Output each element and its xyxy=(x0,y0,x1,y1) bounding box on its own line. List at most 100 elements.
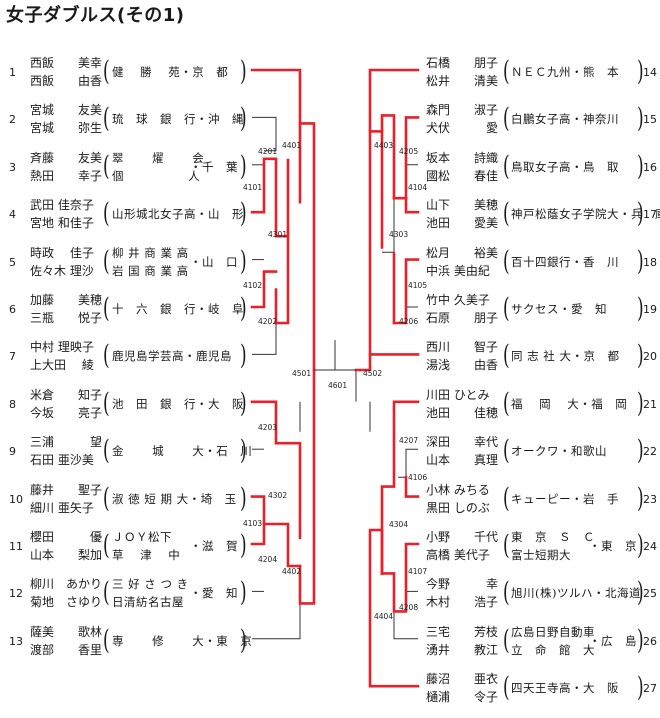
bracket-line xyxy=(398,448,418,478)
paren-right: ) xyxy=(240,340,247,373)
affiliation: 鹿児島学芸高・鹿児島 xyxy=(112,349,232,364)
affiliation-region: ・愛 知 xyxy=(190,586,238,601)
paren-left: ( xyxy=(503,387,510,420)
seed-number: 15 xyxy=(643,113,657,127)
paren-left: ( xyxy=(103,482,110,515)
match-label-4202: 4202 xyxy=(258,317,278,326)
right-entry: 松月 裕美中浜 美由紀(百十四銀行・香 川)18 xyxy=(0,242,660,282)
affiliation: 淑 徳 短 期 大・埼 玉 xyxy=(112,491,237,506)
player-names: 薩美 歌林渡部 香里 xyxy=(30,623,102,659)
player-1: 森門 淑子 xyxy=(426,103,499,118)
player-2: 宮城 弥生 xyxy=(30,121,103,136)
player-names: 宮城 友美宮城 弥生 xyxy=(30,101,102,137)
player-2: 山本 梨加 xyxy=(30,548,103,562)
right-entry: 竹中 久美子石原 朋子(サクセス・愛 知)19 xyxy=(0,289,660,329)
affiliation: サクセス・愛 知 xyxy=(511,302,607,316)
player-2: 高橋 美代子 xyxy=(426,548,490,562)
bracket-line xyxy=(252,594,301,640)
paren-right: ) xyxy=(637,56,644,88)
right-entry: 坂本 詩織國松 春佳(鳥取女子高・鳥 取)16 xyxy=(0,147,660,187)
player-names: 藤沼 亜衣樋浦 令子 xyxy=(426,670,498,706)
player-2: 池田 佳穂 xyxy=(426,405,499,420)
right-entry: 今野 幸木村 浩子(旭川(株)ツルハ・北海道)25 xyxy=(0,573,660,613)
player-1: 三浦 望 xyxy=(30,435,103,450)
seed-number: 13 xyxy=(9,634,23,648)
player-names: 櫻田 優山本 梨加 xyxy=(30,528,102,564)
paren-left: ( xyxy=(503,198,510,231)
paren-right: ) xyxy=(240,293,247,325)
player-names: 松月 裕美中浜 美由紀 xyxy=(426,244,498,280)
affiliation: 白鵬女子高・神奈川 xyxy=(511,112,619,127)
bracket-line xyxy=(252,116,277,152)
paren-right: ) xyxy=(637,672,644,705)
affiliation: 旭川(株)ツルハ・北海道 xyxy=(511,586,641,601)
player-names: 武田 佳奈子宮地 和佳子 xyxy=(30,196,94,232)
match-label-4207: 4207 xyxy=(399,436,419,445)
winner-line xyxy=(250,495,302,568)
player-1: 石橋 朋子 xyxy=(426,56,499,70)
seed-number: 10 xyxy=(9,492,23,506)
match-label-4104: 4104 xyxy=(408,183,428,192)
player-names: 西飯 美幸西飯 由香 xyxy=(30,54,102,90)
paren-left: ( xyxy=(103,530,110,562)
seed-number: 21 xyxy=(643,397,657,411)
player-1: 西川 智子 xyxy=(426,340,499,355)
right-entry: 深田 幸代山本 真理(オークワ・和歌山)22 xyxy=(0,431,660,471)
paren-left: ( xyxy=(103,435,110,468)
seed-number: 24 xyxy=(643,540,657,553)
player-2: 犬伏 愛 xyxy=(426,121,499,136)
player-1: 斉藤 友美 xyxy=(30,150,103,165)
paren-left: ( xyxy=(103,245,110,278)
player-2: 池田 愛美 xyxy=(426,216,499,231)
right-entry: 藤沼 亜衣樋浦 令子(四天王寺高・大 阪)27 xyxy=(0,668,660,708)
affiliation: キューピー・岩 手 xyxy=(511,491,619,506)
player-2: 佐々木 理沙 xyxy=(30,263,94,278)
seed-number: 5 xyxy=(9,255,16,269)
match-label-4206: 4206 xyxy=(399,317,419,326)
player-2: 上大田 綾 xyxy=(30,358,94,373)
player-2: 木村 浩子 xyxy=(426,595,499,610)
affiliation: 広島日野自動車立 命 館 大 xyxy=(511,624,595,657)
player-names: 森門 淑子犬伏 愛 xyxy=(426,101,498,137)
match-label-4301: 4301 xyxy=(268,230,288,239)
player-1: 松月 裕美 xyxy=(426,245,499,260)
right-entry: 三宅 芳枝湧井 教江(広島日野自動車立 命 館 大・広 島)26 xyxy=(0,621,660,661)
winner-line xyxy=(250,157,278,214)
player-1: 小野 千代 xyxy=(426,530,499,544)
affiliation-region: ・山 口 xyxy=(190,254,238,269)
paren-right: ) xyxy=(240,530,247,562)
player-1: 米倉 知子 xyxy=(30,387,103,402)
paren-left: ( xyxy=(103,198,110,231)
match-label-4404: 4404 xyxy=(374,612,394,621)
match-label-4201: 4201 xyxy=(258,147,278,156)
affiliation-region: ・千 葉 xyxy=(190,159,238,174)
player-names: 山下 美穂池田 愛美 xyxy=(426,196,498,232)
player-names: 坂本 詩織國松 春佳 xyxy=(426,149,498,185)
affiliation: 福 岡 大・福 岡 xyxy=(511,396,628,411)
paren-left: ( xyxy=(503,56,510,88)
paren-right: ) xyxy=(637,387,644,420)
winner-line xyxy=(404,475,420,498)
winner-line xyxy=(380,400,420,575)
player-2: 樋浦 令子 xyxy=(426,690,499,705)
paren-left: ( xyxy=(503,624,510,657)
match-label-4208: 4208 xyxy=(399,603,419,612)
player-names: 西川 智子湯浅 由香 xyxy=(426,338,498,374)
paren-right: ) xyxy=(637,624,644,657)
player-names: 三浦 望石田 亜沙美 xyxy=(30,433,102,469)
player-names: 時政 佳子佐々木 理沙 xyxy=(30,244,94,280)
bracket-line xyxy=(393,611,418,640)
seed-number: 6 xyxy=(9,303,16,316)
player-1: 櫻田 優 xyxy=(30,530,103,544)
seed-number: 25 xyxy=(643,587,657,601)
player-names: 今野 幸木村 浩子 xyxy=(426,575,498,611)
affiliation: オークワ・和歌山 xyxy=(511,444,607,459)
paren-left: ( xyxy=(503,482,510,515)
right-entry: 川田 ひとみ池田 佳穂(福 岡 大・福 岡)21 xyxy=(0,384,660,424)
winner-line xyxy=(274,157,290,238)
affiliation: 四天王寺高・大 阪 xyxy=(511,681,619,696)
